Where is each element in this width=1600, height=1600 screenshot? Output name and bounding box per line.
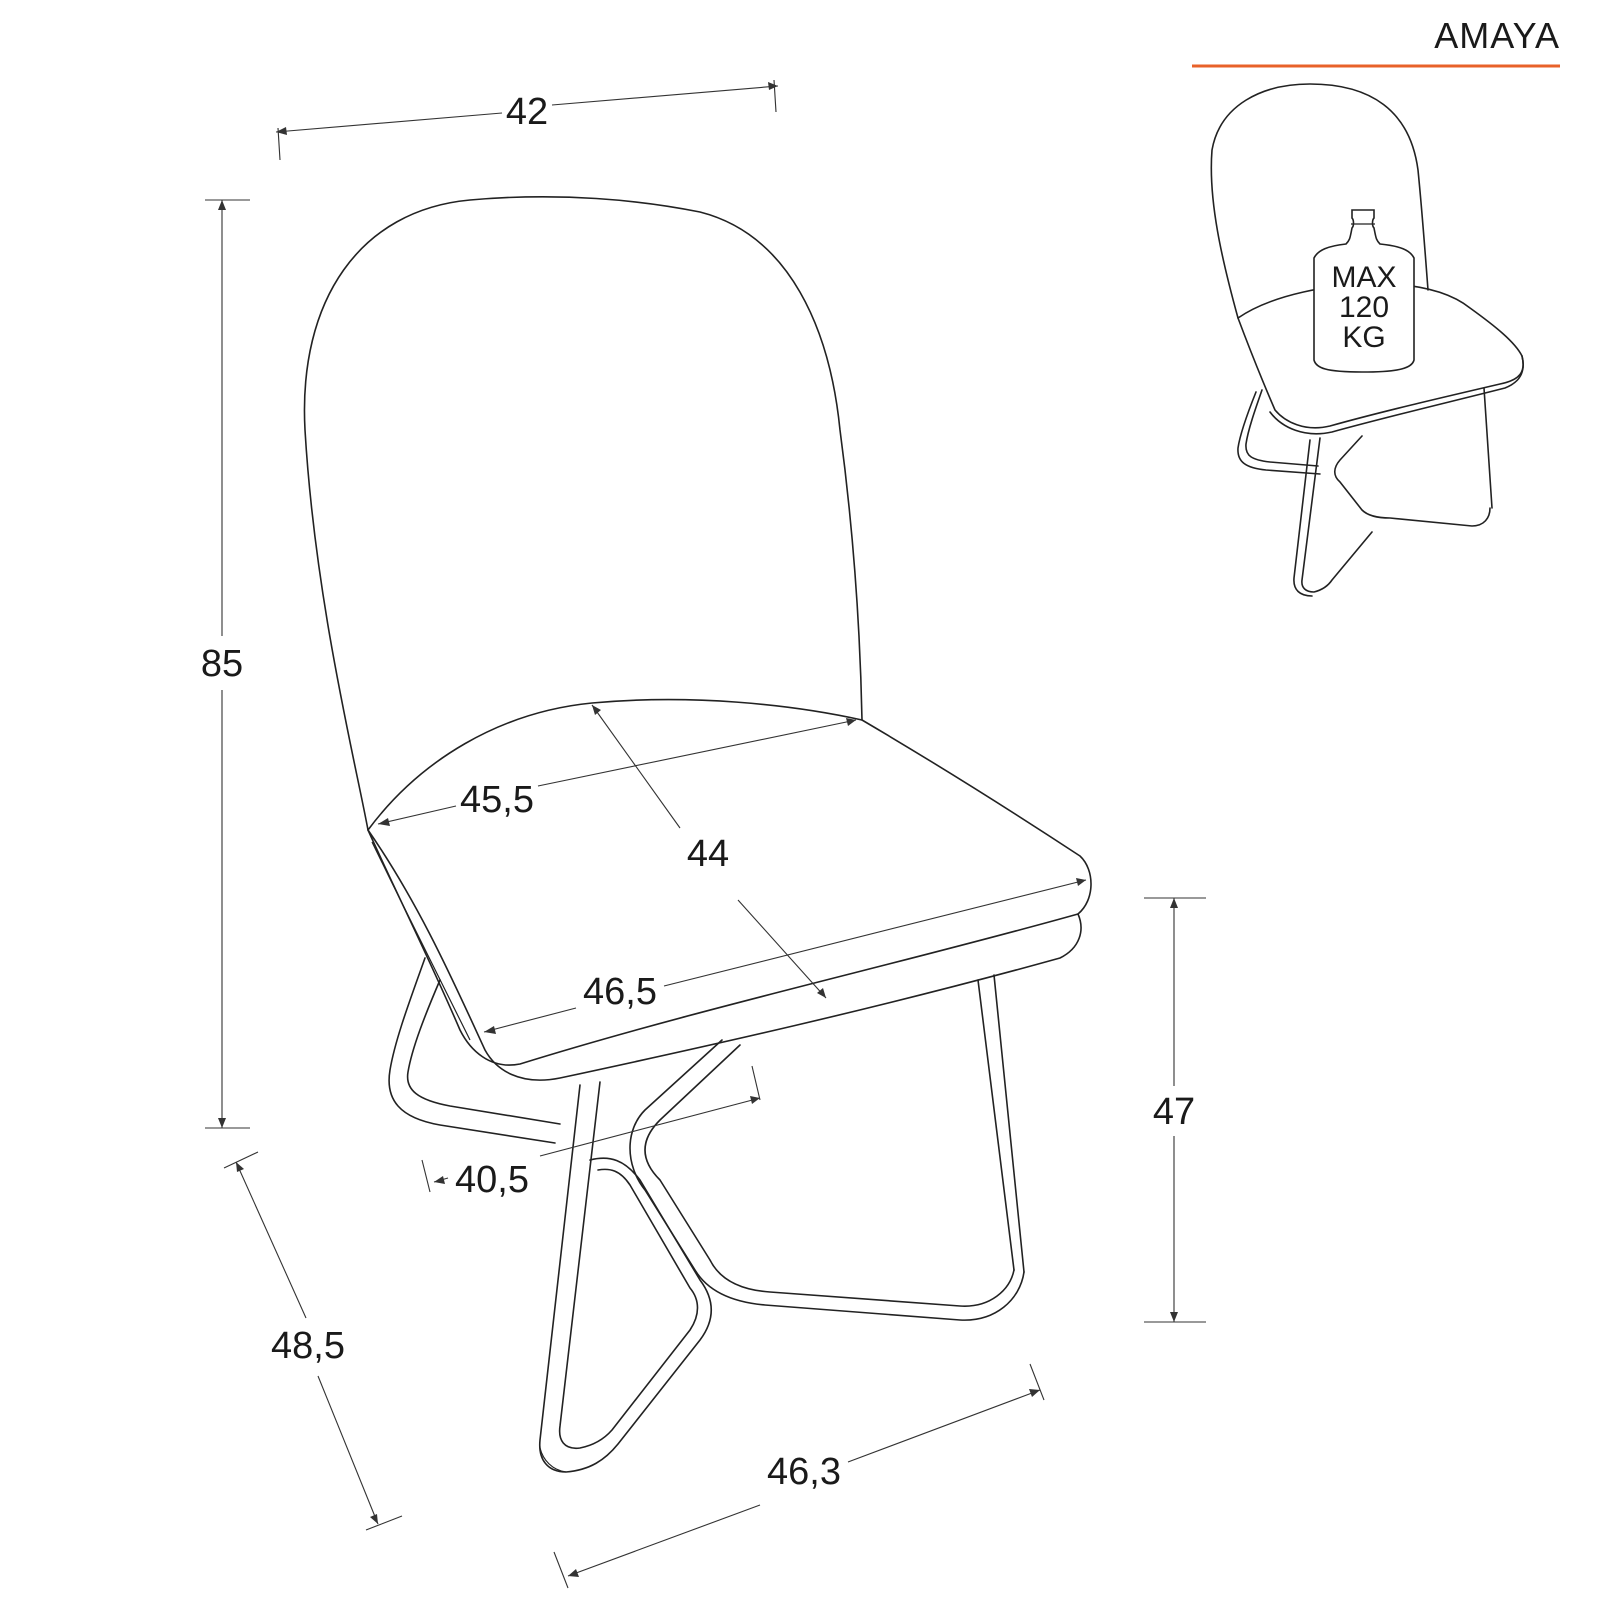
dim-total-height: 85 (201, 643, 243, 685)
seat-edge (367, 829, 1082, 1081)
main-chair (303, 196, 1092, 1473)
dim-seat-back-width: 45,5 (460, 779, 534, 821)
thumbnail-chair (1210, 83, 1524, 597)
dim-seat-height: 47 (1153, 1091, 1195, 1133)
backrest (303, 196, 863, 831)
leg-center (644, 1044, 1015, 1307)
bottle-weight-icon (1313, 209, 1415, 373)
leg-front (539, 1084, 712, 1473)
load-badge-line2: 120 (1339, 291, 1389, 324)
dim-base-width: 46,3 (767, 1451, 841, 1493)
load-badge-line3: KG (1342, 321, 1385, 354)
leg-right (977, 979, 1015, 1271)
dim-back-width: 42 (506, 91, 548, 133)
load-badge-line1: MAX (1331, 261, 1396, 294)
dim-seat-depth: 44 (687, 833, 729, 875)
dim-leg-inner-width: 40,5 (455, 1159, 529, 1201)
seat-top (367, 698, 1092, 1066)
product-name: AMAYA (1434, 15, 1560, 56)
dim-seat-front-width: 46,5 (583, 971, 657, 1013)
dimension-lines (205, 79, 1206, 1589)
dim-base-depth: 48,5 (271, 1325, 345, 1367)
leg-left-rear (388, 957, 556, 1144)
